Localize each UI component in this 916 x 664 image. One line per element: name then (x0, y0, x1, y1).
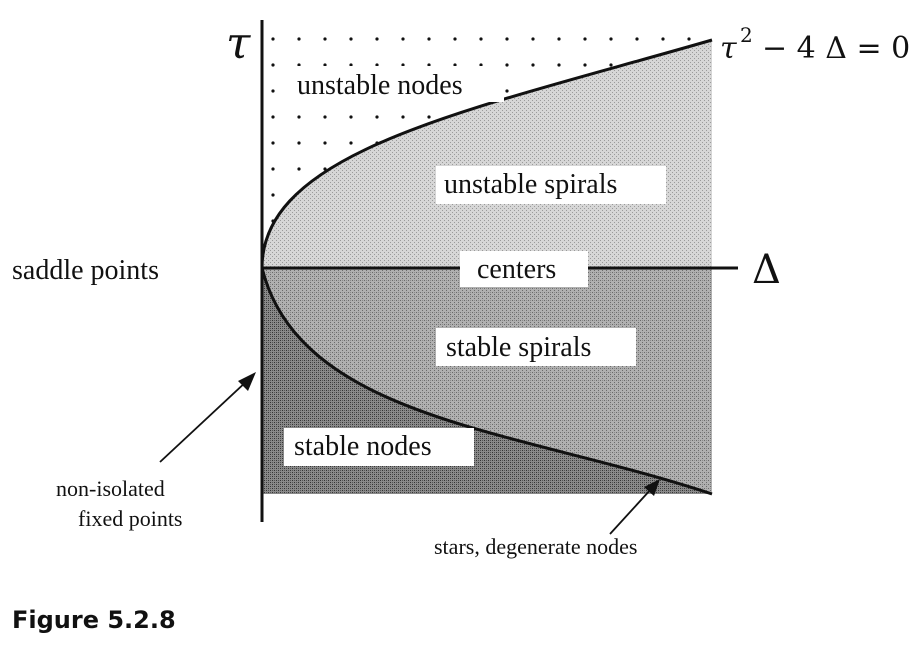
unstable-nodes-label: unstable nodes (297, 70, 463, 101)
tau-axis-label: τ (226, 18, 251, 69)
centers-label: centers (477, 254, 556, 285)
stable-spirals-label: stable spirals (446, 332, 591, 363)
svg-text:2: 2 (740, 23, 753, 47)
svg-text:τ: τ (720, 31, 737, 66)
non-isolated-arrowhead (238, 372, 256, 391)
delta-axis-label: Δ (752, 247, 781, 293)
stars-arrowhead (644, 479, 660, 496)
unstable-spirals-region (262, 40, 712, 268)
stable-nodes-label: stable nodes (294, 431, 432, 462)
non-isolated-label-line2: fixed points (78, 506, 183, 531)
svg-text:− 4 Δ = 0: − 4 Δ = 0 (762, 31, 910, 66)
saddle-points-label: saddle points (12, 255, 159, 286)
non-isolated-label-line1: non-isolated (56, 476, 165, 501)
curve-equation: τ 2 − 4 Δ = 0 (720, 23, 910, 66)
stars-arrow-line (609, 487, 653, 535)
non-isolated-arrow-line (159, 379, 249, 463)
parabola-upper-branch (260, 38, 713, 269)
figure-caption: Figure 5.2.8 (12, 606, 176, 634)
stars-degenerate-label: stars, degenerate nodes (434, 534, 637, 559)
unstable-spirals-label: unstable spirals (444, 169, 617, 200)
parabola-lower-branch (260, 267, 713, 496)
